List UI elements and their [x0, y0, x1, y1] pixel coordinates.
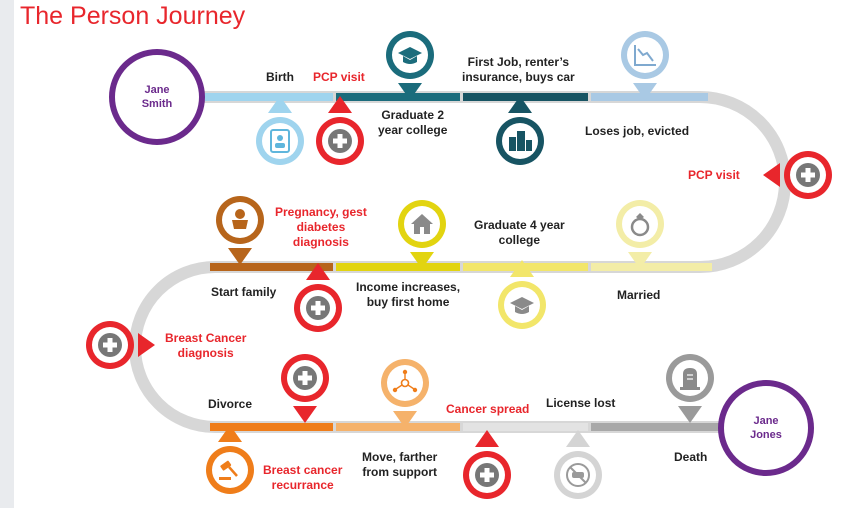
house-icon — [411, 214, 433, 234]
no-car-icon — [566, 463, 590, 487]
label-line: Move, farther — [362, 450, 438, 464]
pin-death — [666, 354, 714, 423]
tombstone-icon — [680, 368, 700, 390]
label-line: First Job, renter’s — [467, 55, 570, 69]
medical-cross-icon — [328, 129, 352, 153]
graduation-cap-icon — [510, 297, 534, 314]
event-pregnancy-label: Pregnancy, gest diabetes diagnosis — [275, 205, 367, 250]
person-jane-jones-label: Jane Jones — [736, 414, 796, 442]
pin-move — [381, 359, 429, 428]
page-title: The Person Journey — [20, 2, 246, 30]
pin-start-family — [216, 196, 264, 265]
label-line: Pregnancy, gest — [275, 205, 367, 219]
pin-breast-cancer-recurrance — [206, 425, 254, 494]
event-start-family-label: Start family — [211, 285, 277, 299]
pin-income-increases — [398, 200, 446, 269]
pin-loses-job — [621, 31, 669, 100]
event-birth-label: Birth — [266, 70, 294, 84]
pin-graduate-2-year — [386, 31, 434, 100]
label-line: Breast cancer — [263, 463, 343, 477]
event-graduate-2-year-label: Graduate 2 year college — [378, 108, 447, 138]
person-first-name: Jane — [144, 84, 170, 96]
person-jane-smith-label: Jane Smith — [127, 83, 187, 111]
label-line: buy first home — [366, 295, 450, 309]
label-line: insurance, buys car — [462, 70, 575, 84]
label-line: year college — [378, 123, 448, 137]
event-cancer-spread-label: Cancer spread — [446, 402, 530, 416]
medical-cross-icon — [293, 366, 317, 390]
pin-divorce — [281, 354, 329, 423]
label-line: diagnosis — [177, 346, 234, 360]
event-loses-job-label: Loses job, evicted — [585, 124, 690, 138]
medical-cross-icon — [475, 463, 499, 487]
pin-graduate-4-year — [498, 260, 546, 329]
label-line: diabetes — [296, 220, 346, 234]
label-line: Graduate 2 — [381, 108, 445, 122]
pin-married — [616, 200, 664, 269]
medical-cross-icon — [98, 333, 122, 357]
event-breast-cancer-diagnosis-label: Breast Cancer diagnosis — [165, 331, 246, 361]
label-line: diagnosis — [292, 235, 349, 249]
event-pcp-visit-2-label: PCP visit — [688, 168, 740, 182]
medical-cross-icon — [306, 296, 330, 320]
pin-pregnancy — [294, 263, 342, 332]
office-building-icon — [509, 131, 532, 151]
declining-chart-icon — [634, 45, 656, 66]
event-death-label: Death — [674, 450, 708, 464]
label-line: Graduate 4 year — [474, 218, 565, 232]
medical-cross-icon — [796, 163, 820, 187]
person-jane-smith-circle — [109, 49, 205, 145]
graduation-cap-icon — [398, 47, 422, 64]
pin-cancer-spread — [463, 430, 511, 499]
label-line: recurrance — [271, 478, 334, 492]
event-license-lost-label: License lost — [546, 396, 616, 410]
network-icon — [392, 369, 418, 393]
event-divorce-label: Divorce — [208, 397, 253, 411]
gavel-icon — [219, 460, 238, 480]
event-pcp-visit-1-label: PCP visit — [313, 70, 365, 84]
label-line: from support — [362, 465, 438, 479]
baby-icon — [232, 209, 248, 229]
pin-first-job — [496, 96, 544, 165]
pin-breast-cancer-diagnosis — [86, 321, 155, 369]
pin-birth — [256, 96, 304, 165]
ring-icon — [630, 213, 650, 237]
label-line: Income increases, — [356, 280, 461, 294]
event-move-farther-label: Move, farther from support — [362, 450, 437, 480]
event-graduate-4-year-label: Graduate 4 year college — [474, 218, 565, 248]
id-card-icon — [270, 129, 290, 153]
event-breast-cancer-recurrance-label: Breast cancer recurrance — [263, 463, 342, 493]
pin-pcp-visit-1 — [316, 96, 364, 165]
pin-pcp-visit-2 — [763, 151, 832, 199]
person-last-name: Jones — [750, 429, 782, 441]
pin-license-lost — [554, 430, 602, 499]
event-first-job-label: First Job, renter’s insurance, buys car — [462, 55, 575, 85]
event-married-label: Married — [617, 288, 661, 302]
person-last-name: Smith — [141, 98, 173, 110]
label-line: Breast Cancer — [165, 331, 247, 345]
event-income-increases-label: Income increases, buy first home — [356, 280, 460, 310]
left-edge-strip — [0, 0, 14, 508]
label-line: college — [498, 233, 541, 247]
person-first-name: Jane — [753, 415, 779, 427]
person-jane-jones-circle — [718, 380, 814, 476]
